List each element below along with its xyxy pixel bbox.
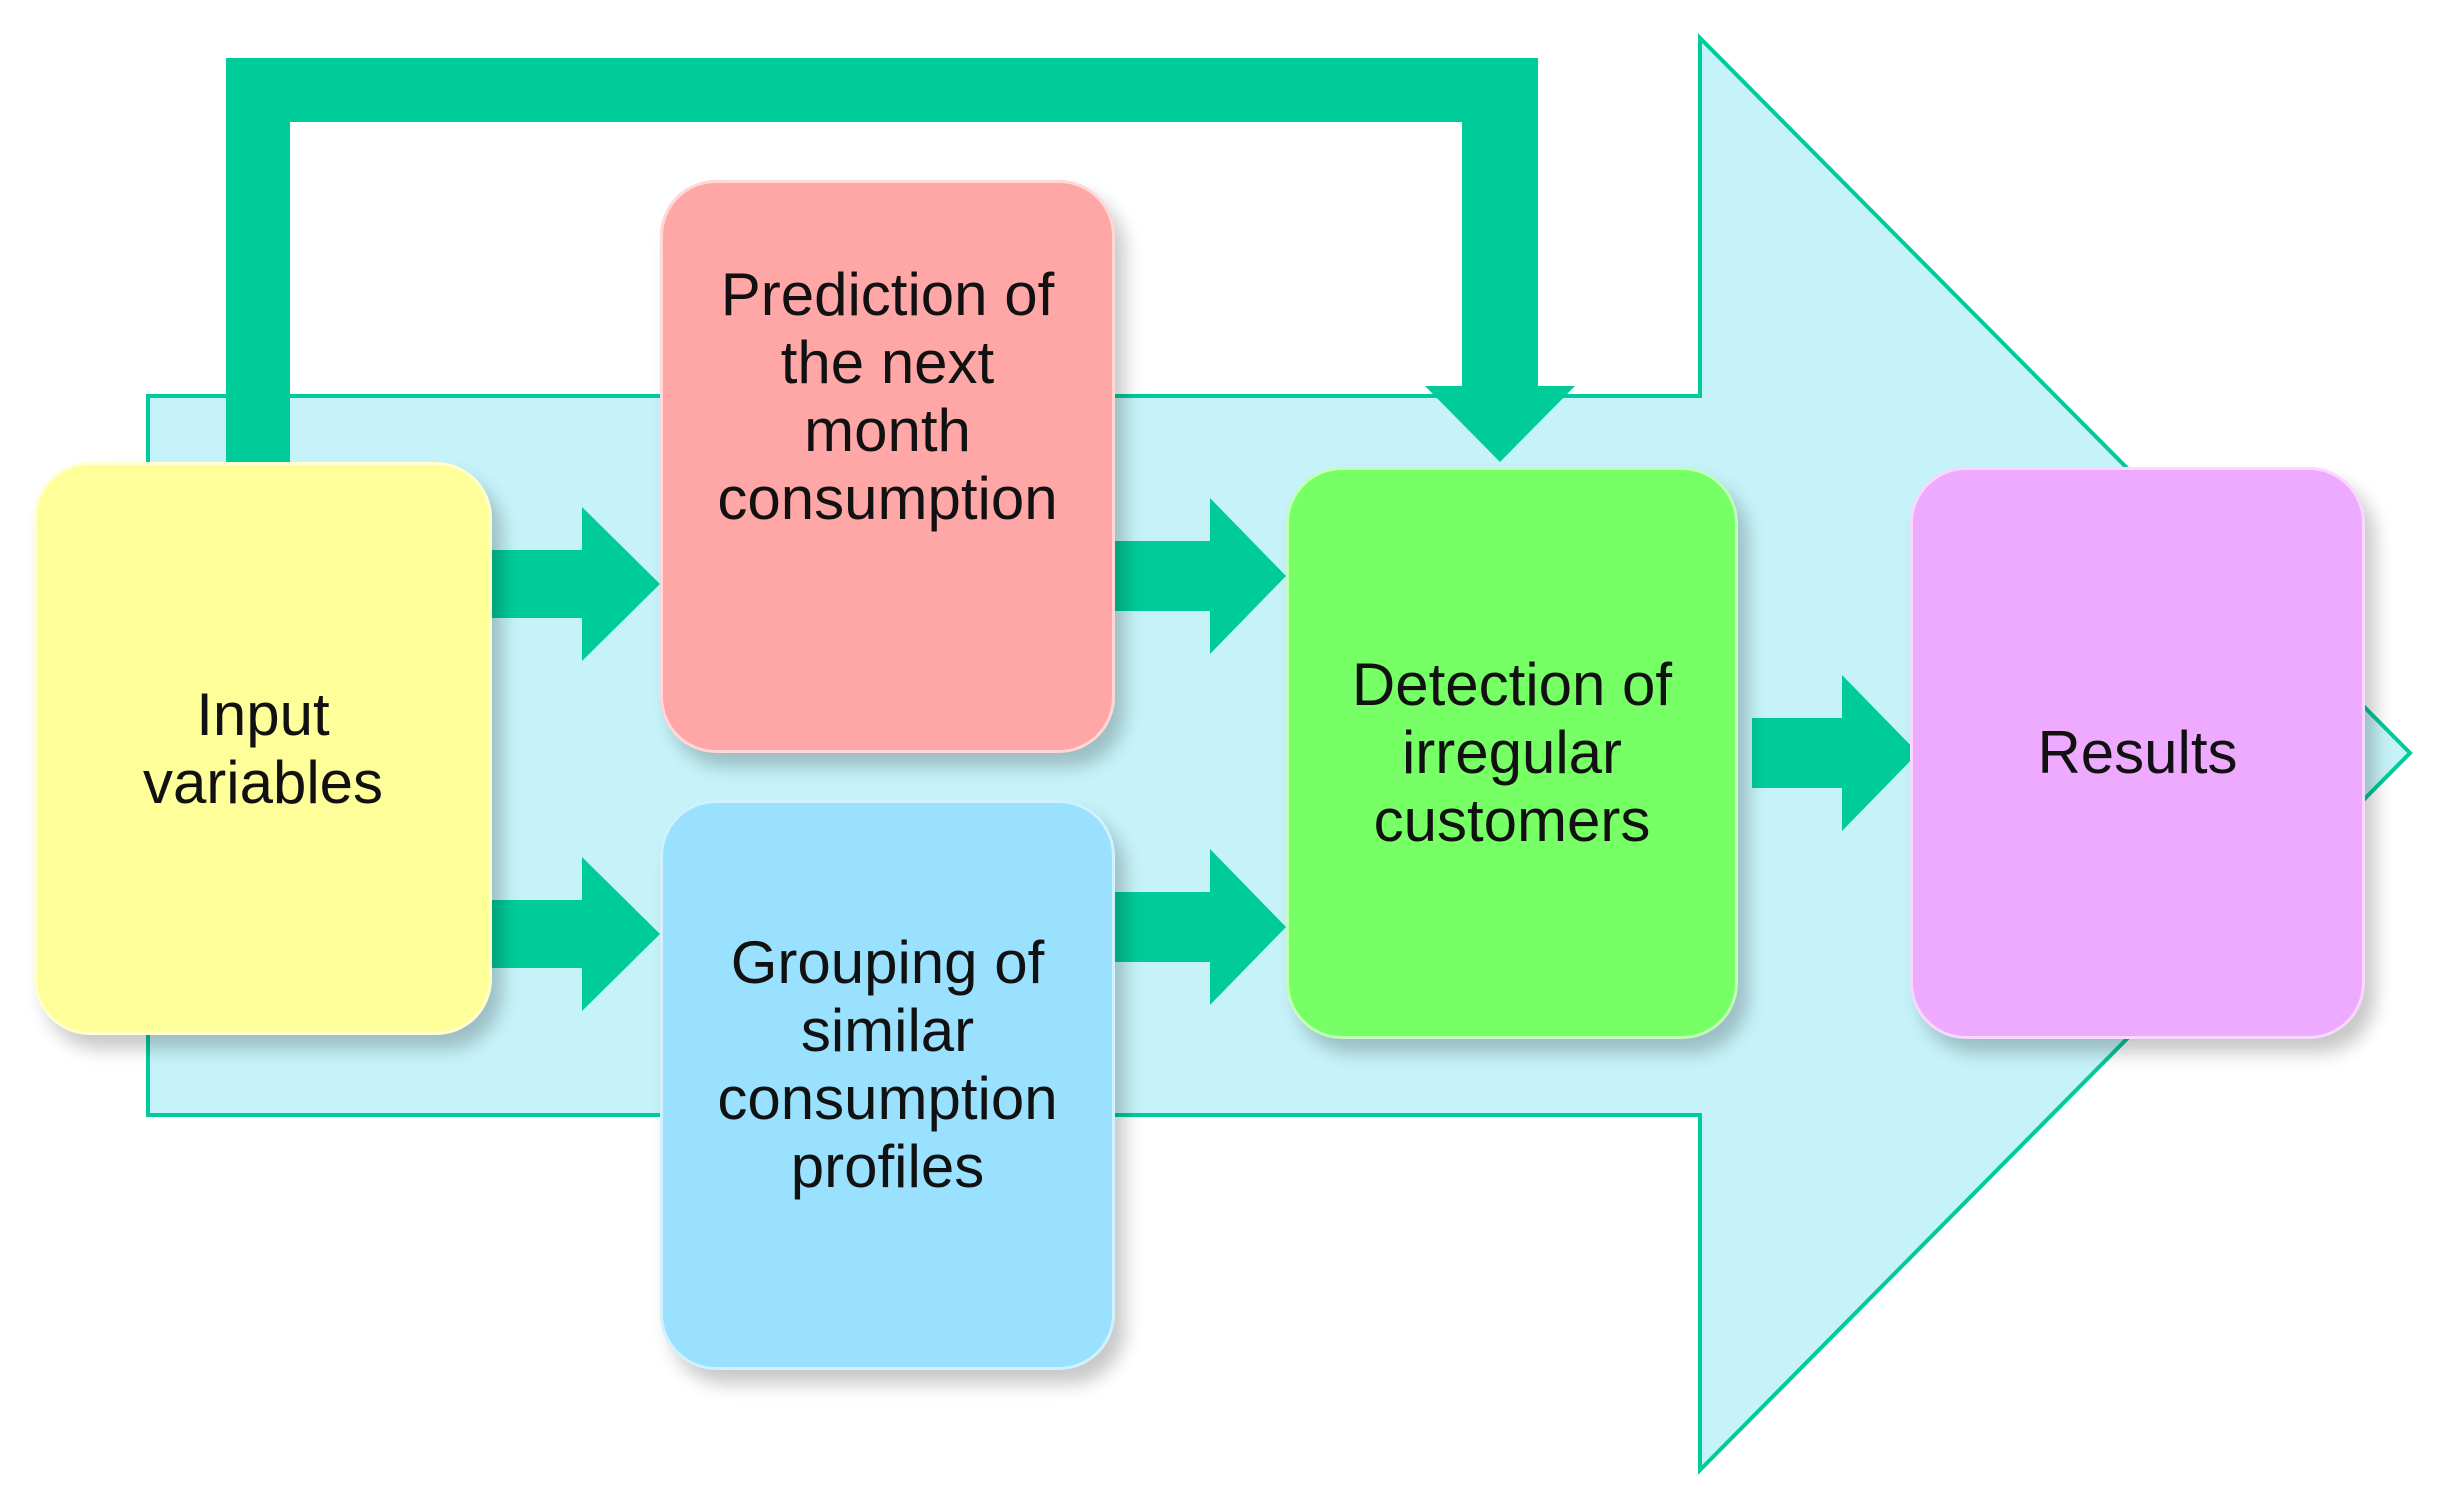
arrow-detection-to-results bbox=[1752, 675, 1918, 831]
results-box: Results bbox=[1910, 467, 2365, 1039]
arrow-prediction-to-detection bbox=[1115, 498, 1286, 654]
prediction-label: Prediction of the next month consumption bbox=[717, 260, 1058, 532]
detection-label: Detection of irregular customers bbox=[1351, 651, 1673, 854]
feedback-loop-arrow bbox=[226, 58, 1575, 462]
prediction-box: Prediction of the next month consumption bbox=[660, 180, 1115, 753]
input-variables-box: Input variables bbox=[34, 462, 492, 1035]
grouping-label: Grouping of similar consumption profiles bbox=[717, 929, 1058, 1200]
detection-box: Detection of irregular customers bbox=[1286, 467, 1738, 1039]
arrow-grouping-to-detection bbox=[1115, 849, 1286, 1005]
grouping-box: Grouping of similar consumption profiles bbox=[660, 800, 1115, 1370]
arrow-input-to-prediction bbox=[492, 507, 660, 661]
arrow-input-to-grouping bbox=[492, 857, 660, 1011]
results-label: Results bbox=[2037, 719, 2238, 786]
input-variables-label: Input variables bbox=[142, 680, 384, 816]
